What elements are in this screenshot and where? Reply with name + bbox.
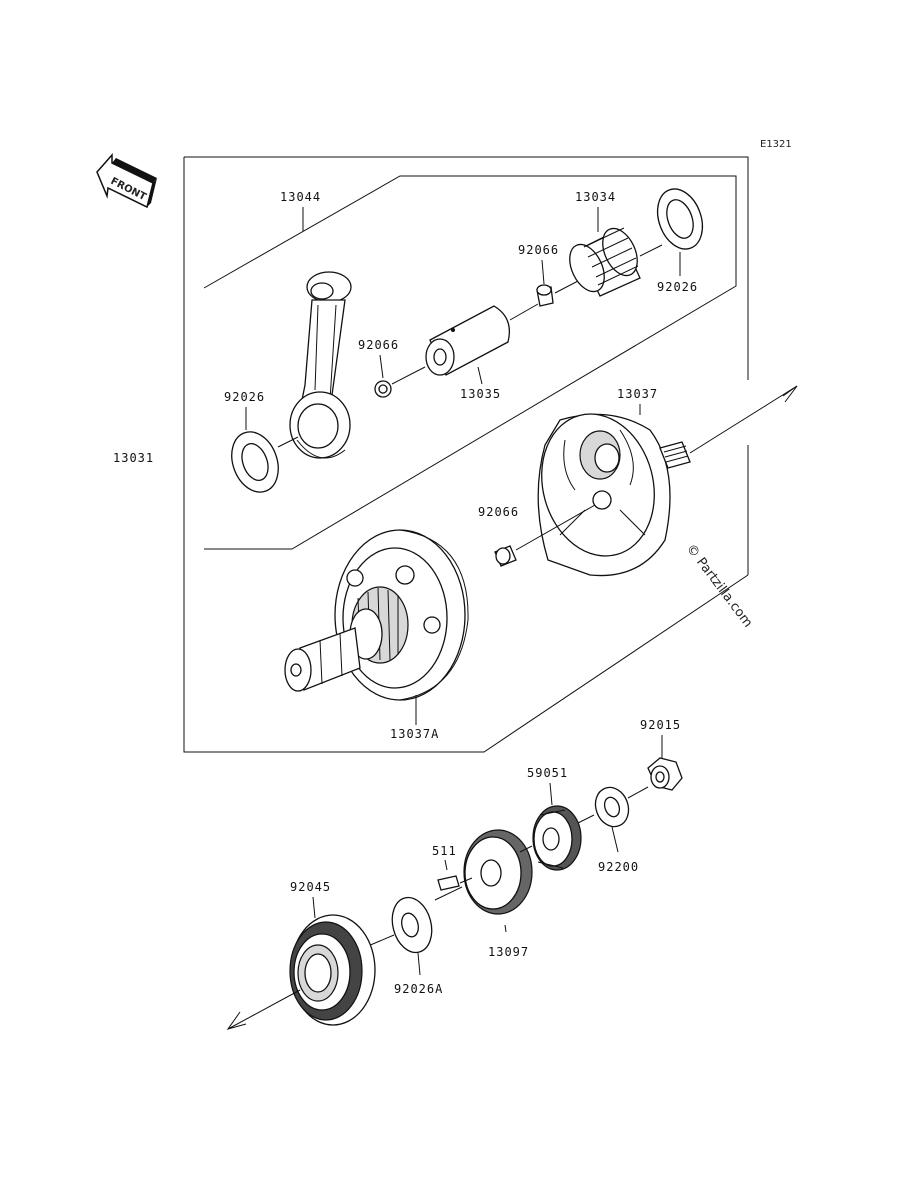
label-92015: 92015 <box>640 718 681 732</box>
label-92026-right: 92026 <box>657 280 698 294</box>
label-13037: 13037 <box>617 387 658 401</box>
diagram-code: E1321 <box>760 139 792 150</box>
conrod-kit-frame <box>203 175 737 550</box>
thrust-washer-left <box>231 431 279 493</box>
thrust-washer-right <box>656 188 704 250</box>
washer-92026A <box>391 896 433 954</box>
label-59051: 59051 <box>527 766 568 780</box>
label-13037A: 13037A <box>390 727 439 741</box>
label-511: 511 <box>432 844 457 858</box>
ball-bearing <box>289 914 376 1026</box>
flywheel-left <box>284 529 469 701</box>
watermark: © Partzilla.com <box>683 541 755 630</box>
flywheel-right <box>537 413 691 577</box>
label-92066-low: 92066 <box>478 505 519 519</box>
label-13034: 13034 <box>575 190 616 204</box>
dowel-pin-mid <box>374 380 392 398</box>
label-13097: 13097 <box>488 945 529 959</box>
dowel-pin-low <box>494 545 517 567</box>
nut <box>647 757 683 791</box>
label-13044: 13044 <box>280 190 321 204</box>
label-13031: 13031 <box>113 451 154 465</box>
lock-washer <box>594 786 630 828</box>
woodruff-key <box>437 875 460 891</box>
crank-pin <box>425 305 511 376</box>
label-13035: 13035 <box>460 387 501 401</box>
dowel-pin-top <box>536 284 554 307</box>
label-92066-top: 92066 <box>518 243 559 257</box>
label-92200: 92200 <box>598 860 639 874</box>
connecting-rod <box>289 271 352 459</box>
balancer-drive-gear <box>463 829 533 915</box>
axis-arrow-upper <box>782 385 798 403</box>
balancer-gear-small <box>532 805 582 871</box>
label-92066-mid: 92066 <box>358 338 399 352</box>
assembly-frame <box>184 156 749 380</box>
label-92026-left: 92026 <box>224 390 265 404</box>
front-arrow-icon: FRONT <box>96 153 157 209</box>
axis-arrow-lower <box>226 1011 247 1030</box>
needle-bearing <box>569 227 641 297</box>
label-92026A: 92026A <box>394 982 443 996</box>
label-92045: 92045 <box>290 880 331 894</box>
